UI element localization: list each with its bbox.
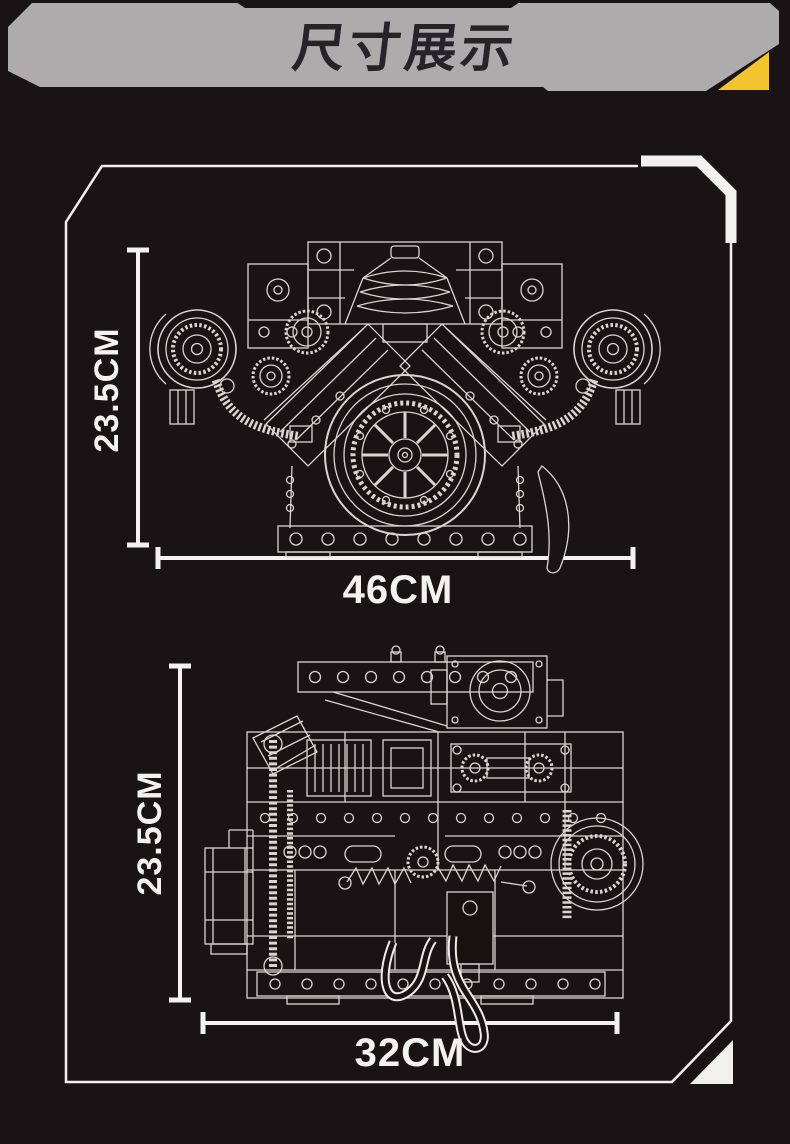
dim-cap: [200, 1012, 620, 1034]
corner-accent-triangle-header: [718, 52, 769, 90]
dim-label-top-width: 46CM: [342, 568, 454, 612]
dim-cap: [169, 663, 191, 1003]
dim-label-bottom-width: 32CM: [354, 1031, 466, 1075]
turbo-top: [430, 655, 564, 729]
dim-label-bottom-height: 23.5CM: [131, 770, 169, 896]
frame-border: [64, 164, 733, 1084]
flywheel: [324, 374, 486, 536]
hanging-hoses: [380, 935, 489, 1053]
dim-label-top-height: 23.5CM: [88, 327, 126, 453]
turbo-right: [573, 309, 661, 425]
turbo-left: [149, 309, 237, 425]
header-banner: [8, 0, 779, 91]
frame-corner-accent: [641, 155, 737, 243]
banner-plate: [8, 3, 779, 91]
banner-top-notch: [233, 0, 523, 8]
engine-side-view-drawing: [204, 645, 644, 1053]
dim-cap: [127, 247, 149, 548]
engine-front-view-drawing: [149, 241, 661, 574]
side-flywheel: [550, 810, 644, 920]
dim-cap: [155, 547, 636, 569]
corner-accent-triangle-frame: [690, 1040, 733, 1084]
